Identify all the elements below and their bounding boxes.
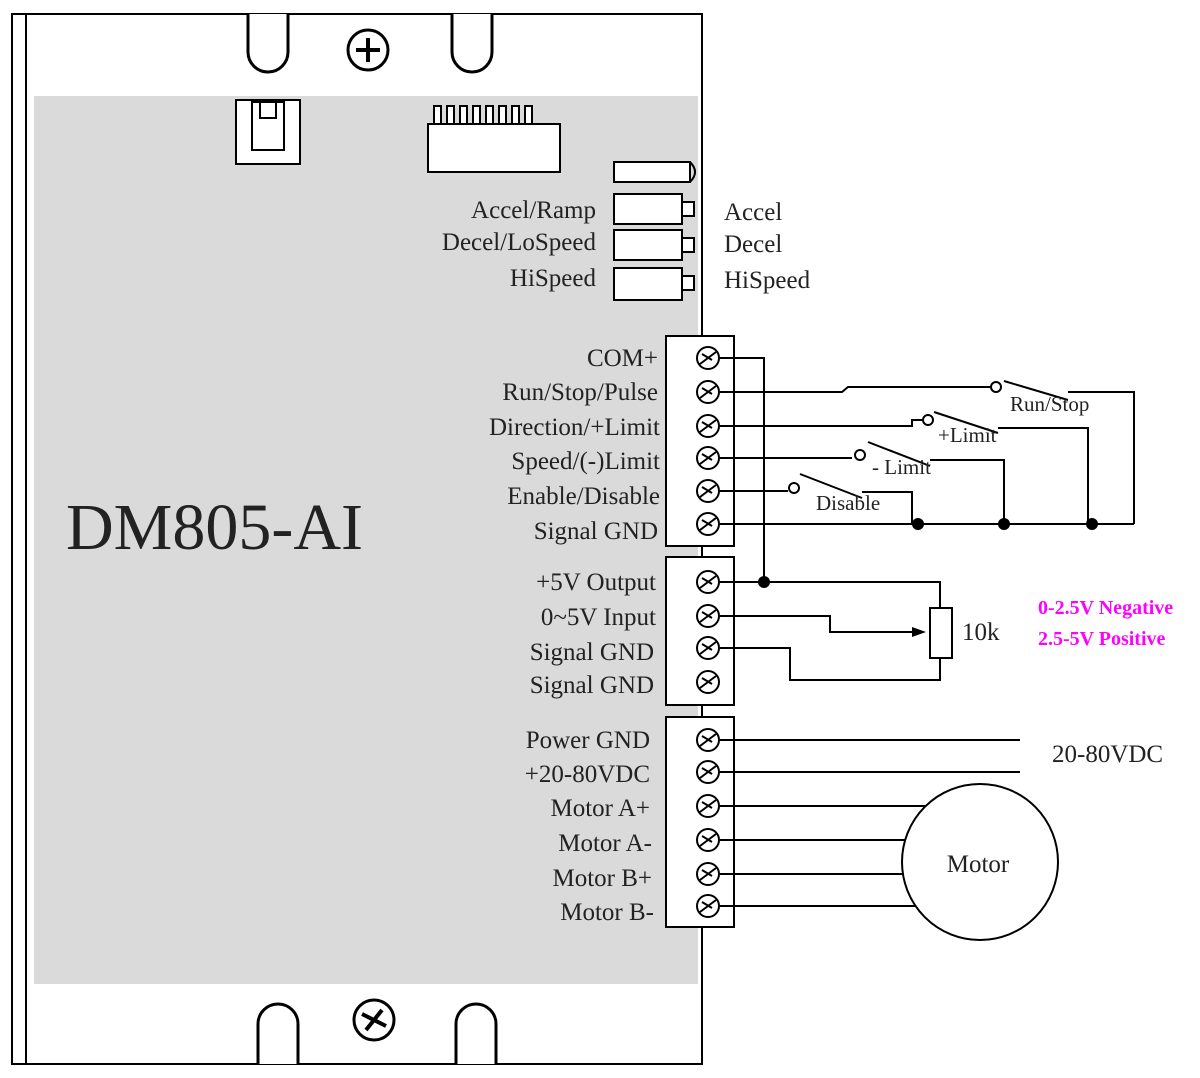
switch-label-plus-limit: +Limit — [938, 423, 997, 447]
switch-label-minus-limit: - Limit — [872, 455, 931, 479]
note-negative: 0-2.5V Negative — [1038, 597, 1173, 619]
terminal-label-enable: Enable/Disable — [507, 483, 660, 510]
terminal-block-power — [665, 716, 735, 928]
motor-label: Motor — [947, 851, 1010, 878]
dip-switch-icon — [235, 99, 301, 165]
junction-dots — [758, 518, 1098, 588]
screw-icon-top — [346, 28, 390, 72]
mounting-slot-top-left — [246, 14, 290, 74]
terminal-screw-icon[interactable] — [696, 728, 720, 752]
pot-tag-accel: Accel — [724, 199, 782, 226]
note-positive: 2.5-5V Positive — [1038, 628, 1166, 650]
pot-tag-hispeed: HiSpeed — [724, 267, 811, 294]
terminal-label-5v-output: +5V Output — [536, 569, 656, 596]
driver-housing — [11, 13, 703, 1065]
terminal-block-control — [665, 335, 735, 547]
analog-wiring — [720, 581, 941, 681]
supply-label: 20-80VDC — [1052, 741, 1163, 768]
terminal-label-motor-b-plus: Motor B+ — [552, 865, 652, 892]
terminal-label-run-stop: Run/Stop/Pulse — [502, 379, 658, 406]
pot-decel[interactable] — [613, 229, 695, 261]
potentiometer-10k — [929, 607, 953, 659]
pot-value-label: 10k — [962, 619, 1000, 646]
switch-contacts — [788, 381, 1002, 494]
terminal-screw-icon[interactable] — [696, 512, 720, 536]
terminal-screw-icon[interactable] — [696, 862, 720, 886]
power-wiring — [720, 739, 1020, 907]
terminal-screw-icon[interactable] — [696, 760, 720, 784]
terminal-screw-icon[interactable] — [696, 636, 720, 660]
terminal-label-power-gnd: Power GND — [526, 727, 650, 754]
terminal-screw-icon[interactable] — [696, 670, 720, 694]
pot-label-accel-ramp: Accel/Ramp — [471, 197, 596, 224]
switch-label-disable: Disable — [816, 491, 880, 515]
wiper-arrow-icon — [912, 627, 926, 637]
terminal-screw-icon[interactable] — [696, 380, 720, 404]
terminal-label-motor-b-minus: Motor B- — [560, 899, 654, 926]
terminal-label-0-5v-input: 0~5V Input — [541, 604, 656, 631]
mounting-slot-bottom-left — [256, 1002, 300, 1064]
pot-label-decel-lospeed: Decel/LoSpeed — [442, 229, 597, 256]
terminal-label-motor-a-plus: Motor A+ — [550, 795, 650, 822]
pot-accel[interactable] — [613, 193, 695, 225]
screw-icon-bottom — [352, 998, 396, 1042]
pot-tag-decel: Decel — [724, 231, 782, 258]
terminal-label-signal-gnd-3: Signal GND — [530, 672, 654, 699]
terminal-label-supply: +20-80VDC — [525, 761, 650, 788]
terminal-label-direction: Direction/+Limit — [489, 414, 660, 441]
switch-label-run-stop: Run/Stop — [1010, 392, 1089, 416]
terminal-screw-icon[interactable] — [696, 604, 720, 628]
terminal-screw-icon[interactable] — [696, 794, 720, 818]
terminal-screw-icon[interactable] — [696, 346, 720, 370]
terminal-screw-icon[interactable] — [696, 479, 720, 503]
terminal-screw-icon[interactable] — [696, 570, 720, 594]
pot-knob-icon — [613, 161, 696, 183]
terminal-screw-icon[interactable] — [696, 894, 720, 918]
comm-connector-icon — [427, 105, 561, 173]
mounting-slot-top-right — [450, 14, 494, 74]
terminal-screw-icon[interactable] — [696, 414, 720, 438]
terminal-label-signal-gnd-2: Signal GND — [530, 639, 654, 666]
terminal-label-speed: Speed/(-)Limit — [511, 448, 660, 475]
mounting-slot-bottom-right — [454, 1002, 498, 1064]
driver-model-name: DM805-AI — [66, 491, 363, 564]
control-wiring — [720, 357, 1135, 582]
pot-label-hispeed: HiSpeed — [510, 265, 597, 292]
motor-icon — [901, 783, 1059, 941]
terminal-label-signal-gnd: Signal GND — [534, 518, 658, 545]
terminal-screw-icon[interactable] — [696, 446, 720, 470]
terminal-label-com: COM+ — [587, 345, 658, 372]
terminal-screw-icon[interactable] — [696, 828, 720, 852]
terminal-label-motor-a-minus: Motor A- — [558, 830, 652, 857]
pot-hispeed[interactable] — [613, 267, 695, 301]
